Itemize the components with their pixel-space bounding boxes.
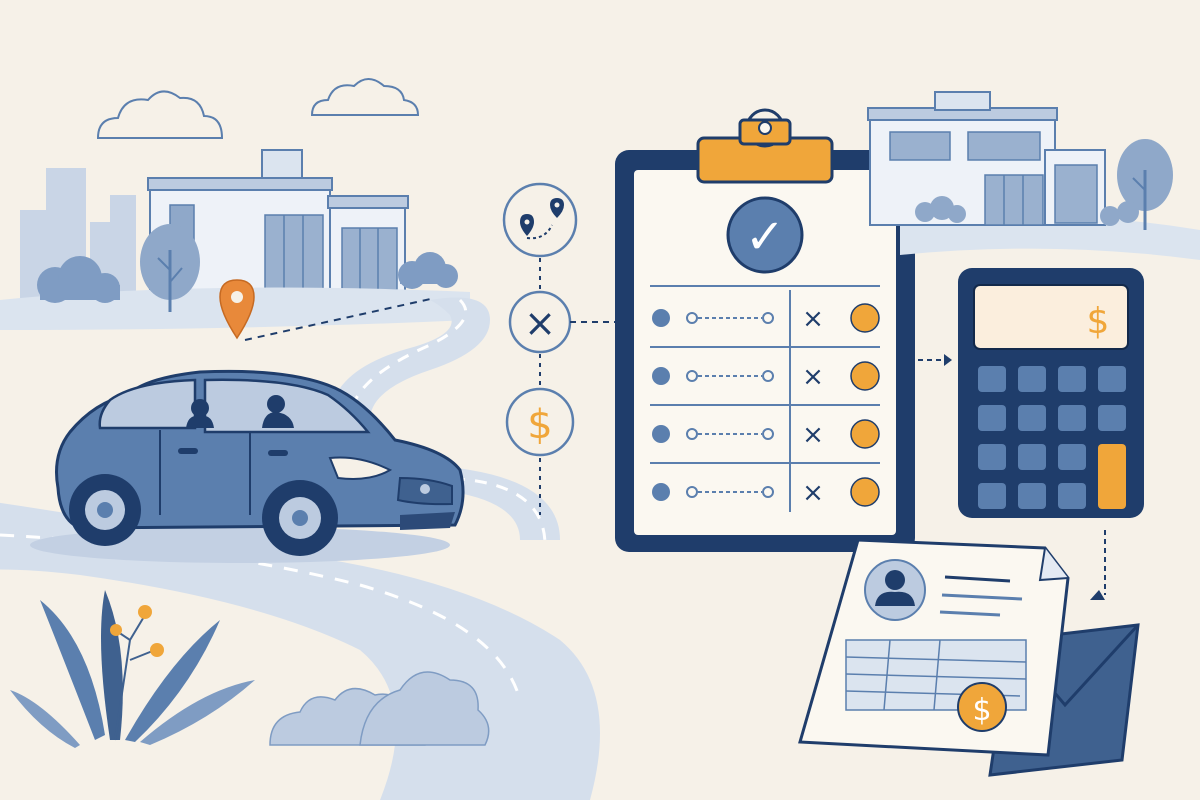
row-bullet	[652, 425, 670, 443]
bush-icon	[398, 252, 458, 289]
calculator-key	[1098, 366, 1126, 392]
row-bullet	[652, 367, 670, 385]
calculator-equals-key	[1098, 444, 1126, 509]
row-connector-end	[762, 428, 774, 440]
tree-icon	[140, 224, 200, 312]
row-status-dot	[850, 361, 880, 391]
dollar-icon: $	[1087, 301, 1110, 342]
calculator-key	[1058, 405, 1086, 431]
row-connector-start	[686, 486, 698, 498]
route-icon	[502, 182, 578, 258]
row-connector-start	[686, 428, 698, 440]
bush-icon	[37, 256, 120, 303]
check-circle-icon: ✓	[726, 196, 804, 274]
row-status-dot	[850, 477, 880, 507]
calculator-key	[978, 444, 1006, 470]
cloud-icon	[310, 78, 420, 116]
tree-icon	[1117, 139, 1173, 230]
close-icon: ×	[508, 290, 572, 354]
calculator-key	[1058, 366, 1086, 392]
checklist-row: ×	[650, 419, 880, 464]
calculator-key	[1018, 405, 1046, 431]
calculator-key	[1098, 405, 1126, 431]
arrow-head	[1090, 590, 1105, 600]
dealership-building-icon	[147, 149, 409, 296]
checklist-row: ×	[650, 361, 880, 406]
row-connector-end	[762, 312, 774, 324]
dollar-icon: $	[505, 387, 575, 457]
avatar-icon	[864, 559, 926, 621]
map-pin-icon	[219, 279, 255, 340]
route-line	[244, 297, 436, 341]
checklist-row: ×	[650, 303, 880, 348]
car-icon	[30, 369, 465, 563]
checklist-row: ×	[652, 477, 880, 508]
calculator-key	[1018, 483, 1046, 509]
office-building-icon	[867, 91, 1200, 260]
cloud-icon	[96, 90, 224, 139]
row-connector-end	[762, 370, 774, 382]
close-icon: ×	[802, 420, 824, 450]
close-icon: ×	[802, 362, 824, 392]
dollar-icon: $	[957, 682, 1007, 732]
row-bullet	[652, 309, 670, 327]
calculator-key	[1018, 444, 1046, 470]
clipboard-icon	[615, 108, 915, 552]
close-icon: ×	[802, 478, 824, 508]
close-icon: ×	[802, 304, 824, 334]
bush-icon	[915, 196, 1139, 226]
row-status-dot	[850, 419, 880, 449]
svg-text:$: $	[527, 402, 552, 448]
row-connector-start	[686, 370, 698, 382]
row-bullet	[652, 483, 670, 501]
arrow-head	[944, 354, 952, 366]
calculator-icon: $	[958, 268, 1144, 518]
calculator-key	[978, 405, 1006, 431]
document-icon: $	[798, 538, 1070, 757]
calculator-key	[1058, 444, 1086, 470]
row-connector-start	[686, 312, 698, 324]
checklist: × × × ×	[650, 303, 880, 508]
calculator-keypad	[978, 366, 1126, 509]
svg-text:$: $	[972, 693, 991, 728]
calculator-key	[1058, 483, 1086, 509]
svg-text:×: ×	[524, 301, 556, 345]
bush-icon	[269, 671, 490, 746]
row-connector-end	[762, 486, 774, 498]
calculator-key	[1018, 366, 1046, 392]
calculator-key	[978, 483, 1006, 509]
plant-icon	[10, 590, 255, 748]
calculator-key	[978, 366, 1006, 392]
svg-text:✓: ✓	[745, 209, 785, 265]
row-status-dot	[850, 303, 880, 333]
